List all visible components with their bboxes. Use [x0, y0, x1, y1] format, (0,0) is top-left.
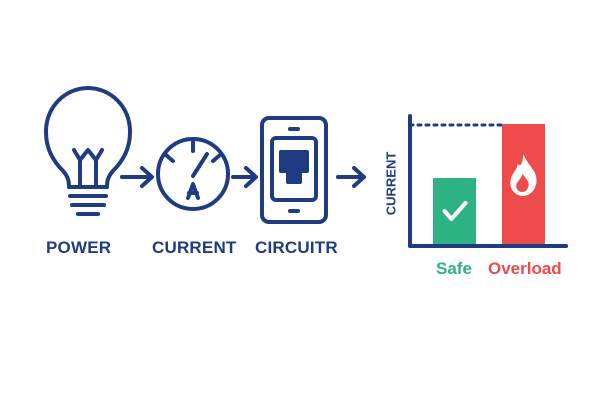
step-label-current: CURRENT [152, 238, 237, 257]
circuit-breaker-icon [260, 116, 328, 224]
y-axis-label: CURRENT [383, 151, 399, 216]
gauge-icon [156, 137, 230, 211]
chart-axes [408, 114, 568, 248]
bar-safe [433, 178, 476, 244]
bars [433, 124, 545, 244]
arrow-icon [336, 166, 366, 188]
arrow-icon [120, 166, 154, 188]
step-label-power: POWER [46, 238, 112, 257]
lightbulb-icon [44, 86, 132, 216]
bar-overload [502, 124, 545, 244]
bar-label-safe: Safe [436, 259, 472, 278]
arrow-icon [231, 166, 258, 188]
checkmark-icon [442, 201, 468, 221]
step-label-circuit: CIRCUITR [255, 238, 338, 257]
bar-label-overload: Overload [488, 259, 562, 278]
flame-icon [510, 154, 537, 196]
